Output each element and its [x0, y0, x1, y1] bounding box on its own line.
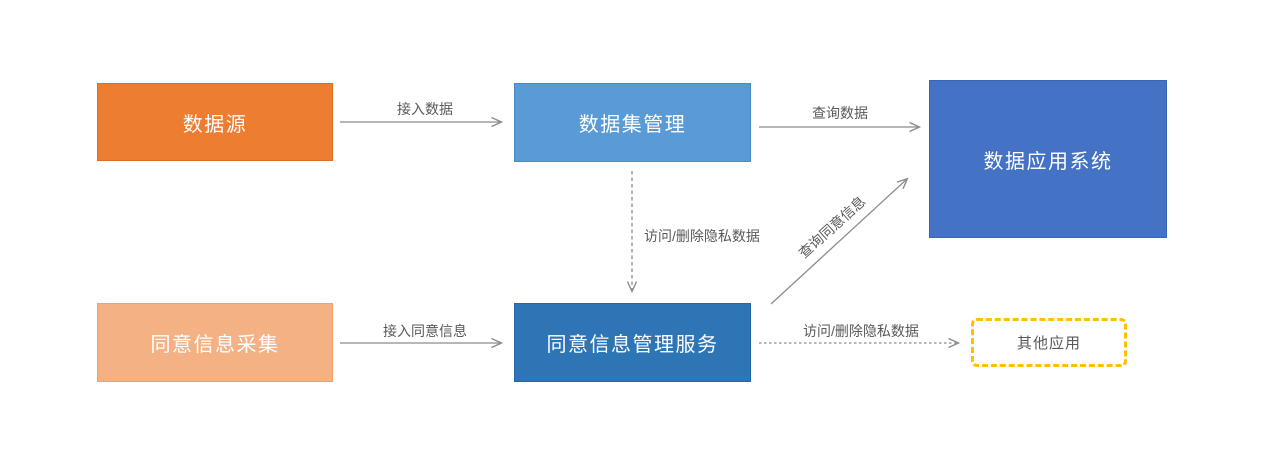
node-data-application-system-label: 数据应用系统 [983, 150, 1113, 173]
node-consent-management-service-label: 同意信息管理服务 [546, 334, 719, 356]
node-data-source-label: 数据源 [182, 113, 248, 136]
edge-label-access-delete-private-mid: 访问/删除隐私数据 [644, 228, 760, 244]
node-dataset-management-label: 数据集管理 [578, 114, 687, 136]
node-other-applications: 其他应用 [971, 318, 1127, 367]
node-data-application-system: 数据应用系统 [929, 80, 1167, 238]
edge-query-consent-line [770, 177, 909, 305]
edge-label-access-delete-private-right: 访问/删除隐私数据 [803, 323, 919, 339]
node-other-applications-label: 其他应用 [1016, 335, 1081, 352]
edge-label-query-consent: 查询同意信息 [795, 192, 869, 262]
edge-label-access-consent: 接入同意信息 [383, 323, 467, 339]
node-consent-collection: 同意信息采集 [97, 303, 333, 382]
node-consent-collection-label: 同意信息采集 [150, 334, 280, 356]
edge-label-access-data: 接入数据 [397, 101, 453, 117]
edge-label-query-data: 查询数据 [812, 105, 868, 121]
node-dataset-management: 数据集管理 [514, 83, 751, 162]
node-data-source: 数据源 [97, 83, 333, 161]
node-consent-management-service: 同意信息管理服务 [514, 303, 751, 382]
